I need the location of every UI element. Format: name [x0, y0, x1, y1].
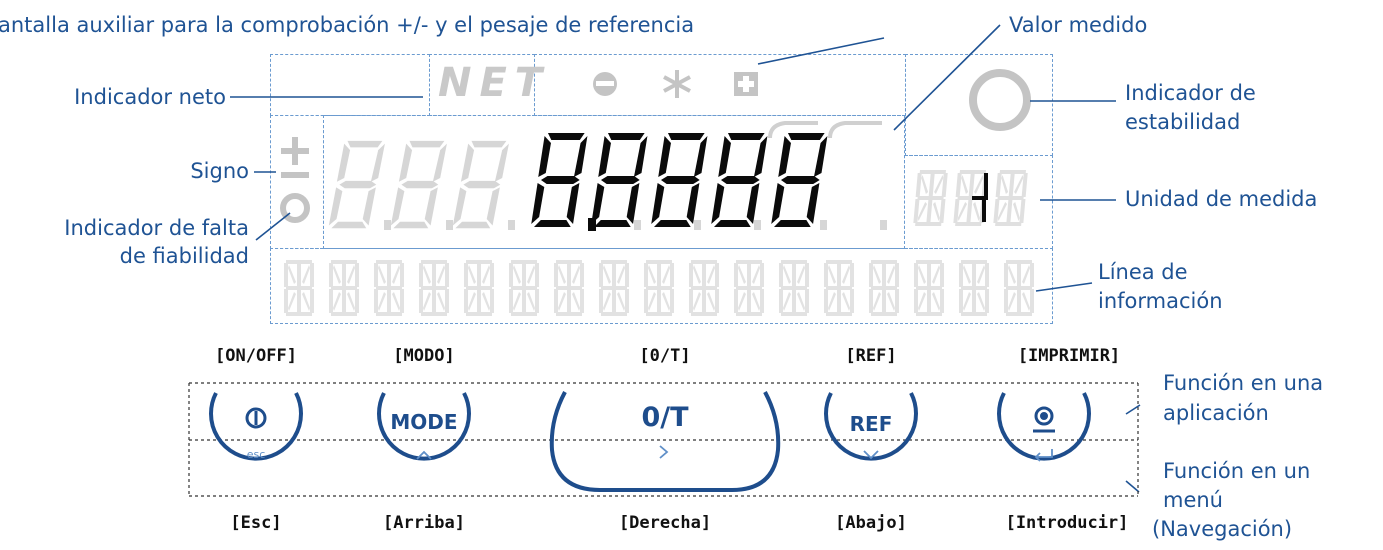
app-function-label-1: Función en una: [1163, 371, 1324, 395]
print-icon: [1033, 406, 1055, 433]
dim-digits: [328, 140, 887, 230]
info-line-label-2: información: [1098, 289, 1223, 313]
menu-function-label-3: (Navegación): [1152, 517, 1293, 541]
decimal-arcs: [768, 121, 882, 139]
unreliable-indicator: [280, 193, 310, 223]
key-top-zero-tare: [0/T]: [639, 346, 691, 366]
esc-sub-label: esc: [246, 448, 266, 461]
net-indicator-label: Indicador neto: [74, 85, 226, 109]
button-sub-glyphs: [416, 445, 1053, 462]
key-top-ref: [REF]: [845, 346, 897, 366]
aux-display-label: antalla auxiliar para la comprobación +/…: [0, 13, 695, 37]
mode-label: MODE: [390, 410, 458, 434]
unreliable-label-2: de fiabilidad: [119, 244, 249, 268]
key-bottom-enter: [Introducir]: [1005, 513, 1129, 533]
stability-indicator: [969, 69, 1031, 131]
unit-glyph: [972, 173, 988, 222]
unreliable-label-1: Indicador de falta: [64, 216, 249, 240]
zero-tare-label: 0/T: [641, 402, 689, 433]
unit-label: Unidad de medida: [1125, 187, 1318, 211]
info-line-segments: [284, 260, 1034, 316]
net-indicator: NET: [438, 60, 551, 106]
plus-square-icon: [734, 72, 758, 96]
key-bottom-up: [Arriba]: [383, 513, 465, 533]
power-icon: [245, 407, 267, 429]
key-top-print: [IMPRIMIR]: [1017, 346, 1121, 366]
asterisk-icon: [663, 70, 691, 98]
app-function-label-2: aplicación: [1163, 401, 1269, 425]
key-bottom-esc: [Esc]: [230, 513, 282, 533]
menu-function-label-1: Función en un: [1163, 459, 1311, 483]
key-top-mode: [MODO]: [393, 346, 455, 366]
leader-lines: [230, 24, 1141, 493]
stability-label-1: Indicador de: [1125, 81, 1256, 105]
info-line-region: [270, 248, 1053, 324]
button-zone-frame: [188, 382, 1139, 497]
on-off-button[interactable]: [211, 388, 301, 478]
sign-label: Signo: [190, 159, 249, 183]
key-bottom-right: [Derecha]: [618, 513, 712, 533]
unit-segments: [913, 170, 1028, 226]
menu-function-label-2: menú: [1163, 488, 1223, 512]
measured-value-label: Valor medido: [1009, 13, 1148, 37]
ref-label: REF: [849, 412, 893, 436]
key-top-on-off: [ON/OFF]: [215, 346, 297, 366]
stability-label-2: estabilidad: [1125, 110, 1241, 134]
measured-value-digits: [530, 133, 828, 231]
sign-indicator: [281, 137, 309, 178]
print-button[interactable]: [999, 388, 1089, 478]
key-bottom-down: [Abajo]: [835, 513, 907, 533]
info-line-label-1: Línea de: [1098, 260, 1188, 284]
